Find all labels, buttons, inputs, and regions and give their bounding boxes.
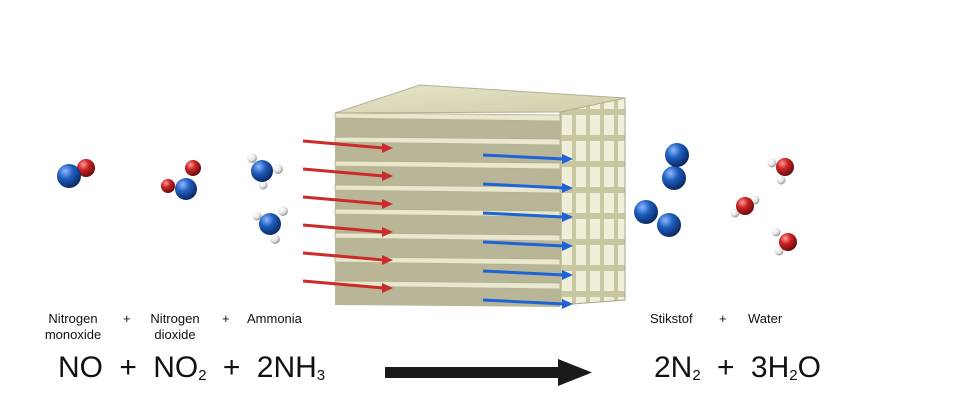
catalyst-gap <box>335 190 560 211</box>
equation-left: NO + NO2 + 2NH3 <box>58 350 325 394</box>
subscript: 2 <box>789 367 798 384</box>
inlet-arrow <box>302 167 393 181</box>
label-nitrogen-dioxide: Nitrogen dioxide <box>140 311 210 343</box>
label-line: dioxide <box>154 327 196 342</box>
label-water: Water <box>748 311 783 326</box>
label-line: Nitrogen <box>150 311 200 326</box>
label-stikstof: Stikstof <box>650 311 693 326</box>
catalyst-gap <box>335 118 560 139</box>
plus-sign: + <box>717 351 735 384</box>
molecule-h2o-3 <box>771 227 797 256</box>
outlet-arrow-head <box>562 212 573 222</box>
equation-right: 2N2 + 3H2O <box>654 350 821 394</box>
outlet-arrow-head <box>562 154 573 164</box>
reaction-arrow <box>385 359 592 386</box>
formula-h2o: 3H2O <box>751 351 821 384</box>
outlet-arrow-shaft <box>482 182 565 190</box>
formula-text: NO <box>153 351 199 384</box>
molecule-nh3-bottom <box>252 206 288 244</box>
outlet-arrow-shaft <box>482 211 565 219</box>
catalyst-block <box>334 84 626 307</box>
molecule-n2-top <box>662 143 689 190</box>
outlet-arrow-shaft <box>482 153 565 161</box>
formula-no: NO <box>58 351 103 384</box>
outlet-arrow-head <box>562 299 573 309</box>
inlet-arrow-shaft <box>302 223 385 234</box>
formula-n2: 2N2 <box>654 351 701 384</box>
plus-sign: + <box>119 351 137 384</box>
inlet-arrow-head <box>382 171 393 181</box>
plus-sign: + <box>719 311 727 326</box>
outlet-arrow-head <box>562 241 573 251</box>
molecule-h2o-1 <box>767 158 794 185</box>
inlet-arrow-head <box>382 255 393 265</box>
inlet-arrow-head <box>382 199 393 209</box>
molecule-no <box>57 159 95 188</box>
molecule-n2-bottom <box>634 200 681 237</box>
inlet-arrow <box>302 251 393 265</box>
formula-text: 2N <box>654 351 693 384</box>
subscript: 2 <box>692 367 701 384</box>
inlet-arrow-head <box>382 143 393 153</box>
formula-nh3: 2NH3 <box>257 351 325 384</box>
outlet-arrow-head <box>562 183 573 193</box>
label-line: monoxide <box>44 327 102 342</box>
subscript: 3 <box>316 367 326 384</box>
inlet-arrows <box>302 139 393 293</box>
inlet-arrow-shaft <box>302 279 385 290</box>
catalyst-gap <box>335 142 560 163</box>
catalyst-plates <box>334 112 561 307</box>
inlet-arrow-shaft <box>302 251 385 262</box>
outlet-arrows <box>482 153 573 309</box>
outlet-arrow-shaft <box>482 240 565 248</box>
catalyst-gap <box>335 262 560 283</box>
inlet-arrow-head <box>382 283 393 293</box>
catalyst-gap <box>335 166 560 187</box>
inlet-arrow-shaft <box>302 167 385 178</box>
formula-text: 2NH <box>256 351 317 384</box>
catalyst-gap <box>335 286 560 307</box>
formula-text: 3H <box>750 351 790 384</box>
inlet-arrow-shaft <box>302 195 385 206</box>
catalyst-gap <box>335 238 560 259</box>
inlet-arrow <box>302 279 393 293</box>
inlet-arrow-shaft <box>302 139 385 150</box>
outlet-arrow <box>482 182 573 193</box>
plus-sign: + <box>222 351 241 384</box>
inlet-arrow-head <box>382 227 393 237</box>
label-nitrogen-monoxide: Nitrogen monoxide <box>38 311 108 343</box>
formula-text: O <box>797 351 821 384</box>
label-ammonia: Ammonia <box>247 311 302 326</box>
inlet-arrow <box>302 223 393 237</box>
inlet-arrow <box>302 195 393 209</box>
label-line: Nitrogen <box>48 311 98 326</box>
catalyst-gap <box>335 214 560 235</box>
outlet-arrow <box>482 240 573 251</box>
outlet-arrow <box>482 298 573 309</box>
outlet-arrow <box>482 153 573 164</box>
plus-sign: + <box>123 311 131 326</box>
outlet-arrow-shaft <box>482 298 565 306</box>
outlet-arrow-shaft <box>482 269 565 277</box>
plus-sign: + <box>222 311 230 326</box>
inlet-arrow <box>302 139 393 153</box>
outlet-arrow-head <box>562 270 573 280</box>
molecule-h2o-2 <box>730 195 760 218</box>
formula-no2: NO2 <box>153 351 206 384</box>
outlet-arrow <box>482 211 573 222</box>
outlet-arrow <box>482 269 573 280</box>
molecule-nh3-top <box>247 153 283 190</box>
subscript: 2 <box>198 367 207 384</box>
molecule-no2 <box>161 160 201 200</box>
